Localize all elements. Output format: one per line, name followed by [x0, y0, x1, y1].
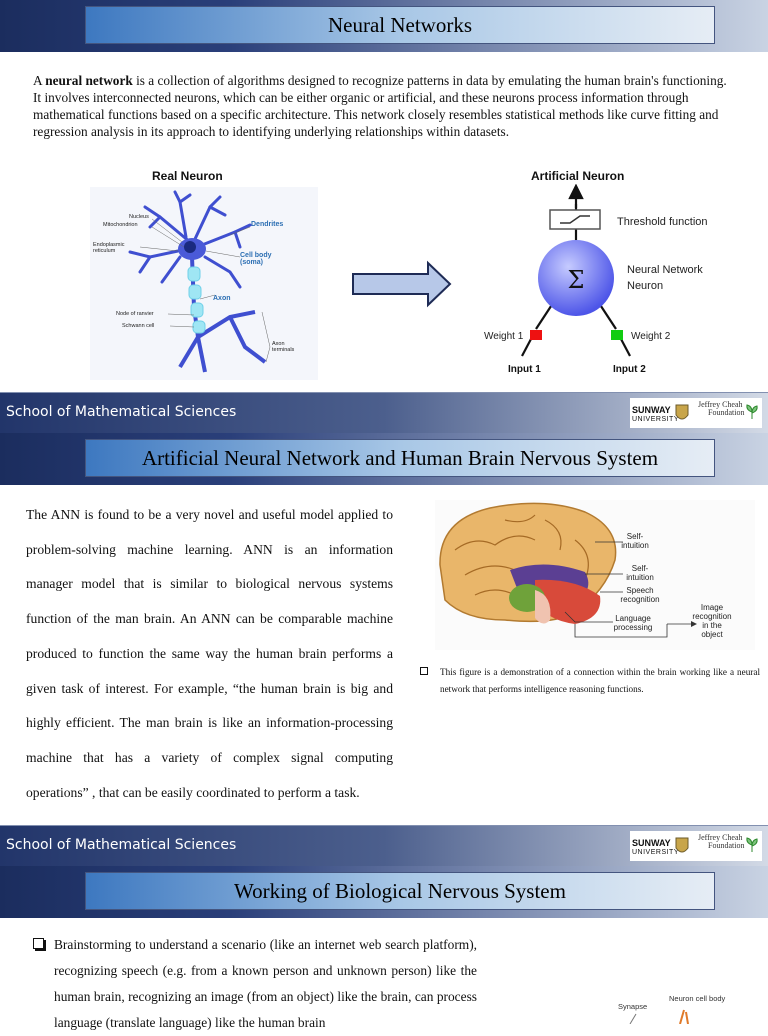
label-mitochondrion: Mitochondrion [103, 222, 138, 228]
sigma-symbol: Σ [568, 266, 585, 294]
label-input2: Input 2 [613, 364, 646, 375]
school-name: School of Mathematical Sciences [6, 404, 237, 420]
label-nn-neuron2: Neuron [627, 280, 663, 292]
slide1-banner: Neural Networks [0, 0, 768, 52]
brain-label-speech1: Speech [626, 586, 653, 595]
real-neuron-title: Real Neuron [152, 169, 223, 183]
brain-label-image4: object [701, 630, 723, 639]
slide1-intro: A neural network is a collection of algo… [33, 72, 733, 140]
leaf-icon [746, 837, 758, 852]
slide1-title: Neural Networks [327, 12, 473, 37]
slide2-title: Artificial Neural Network and Human Brai… [141, 445, 659, 470]
brain-label-image1: Image [701, 603, 724, 612]
right-arrow-icon [352, 260, 452, 308]
slide2-title-box: Artificial Neural Network and Human Brai… [85, 439, 715, 477]
brain-label-speech2: recognition [620, 595, 659, 604]
brain-label-self-intuition-b1: Self- [632, 564, 649, 573]
label-input1: Input 1 [508, 364, 541, 375]
brain-label-image3: in the [702, 621, 722, 630]
label-weight2: Weight 2 [631, 331, 671, 342]
label-cell-body1: Cell body [240, 252, 272, 259]
intro-post: is a collection of algorithms designed t… [33, 73, 727, 139]
brain-label-self-intuition-a2: intuition [621, 541, 649, 550]
artificial-neuron-figure: Σ Threshold function Neural Network Neur… [484, 184, 708, 375]
fig-label-neuron-cell-body: Neuron cell body [669, 994, 726, 1003]
slide3-banner: Working of Biological Nervous System [0, 866, 768, 918]
caption-bullet-icon [420, 667, 428, 675]
label-weight1: Weight 1 [484, 331, 524, 342]
brain-label-language1: Language [615, 614, 651, 623]
slide3-bullet-text: Brainstorming to understand a scenario (… [54, 937, 477, 1030]
caption-text: This figure is a demonstration of a conn… [440, 667, 760, 694]
label-schwann: Schwann cell [122, 323, 154, 329]
brain-label-image2: recognition [692, 612, 731, 621]
fig-label-synapse: Synapse [618, 1002, 647, 1011]
label-terminals1: Axon [272, 341, 285, 347]
slide2-banner: Artificial Neural Network and Human Brai… [0, 433, 768, 485]
brain-label-self-intuition-a1: Self- [627, 532, 644, 541]
intro-pre: A [33, 73, 46, 88]
school-name: School of Mathematical Sciences [6, 837, 237, 853]
label-threshold: Threshold function [617, 216, 708, 228]
bullet-icon [33, 938, 44, 949]
label-axon: Axon [213, 295, 231, 302]
label-dendrites: Dendrites [251, 221, 283, 228]
label-cell-body2: (soma) [240, 259, 263, 266]
slide1-title-box: Neural Networks [85, 6, 715, 44]
label-er1: Endoplasmic [93, 242, 125, 248]
label-nn-neuron1: Neural Network [627, 264, 703, 276]
real-neuron-figure: Nucleus Mitochondrion Endoplasmic reticu… [90, 187, 318, 380]
crest-icon [675, 404, 689, 420]
label-nucleus: Nucleus [129, 214, 149, 220]
leaf-icon [746, 404, 758, 419]
brain-label-language2: processing [614, 623, 653, 632]
slide2-body: The ANN is found to be a very novel and … [26, 507, 393, 800]
label-er2: reticulum [93, 248, 116, 254]
slide3-title-box: Working of Biological Nervous System [85, 872, 715, 910]
nervous-system-figure: Synapse Neuron cell body [618, 994, 726, 1024]
brain-label-self-intuition-b2: intuition [626, 573, 654, 582]
intro-bold: neural network [45, 73, 133, 88]
crest-icon [675, 837, 689, 853]
label-terminals2: terminals [272, 347, 295, 353]
slide3-bullet-list: Brainstorming to understand a scenario (… [33, 932, 477, 1036]
label-ranvier: Node of ranvier [116, 311, 154, 317]
slide3-title: Working of Biological Nervous System [234, 878, 566, 903]
brain-caption: This figure is a demonstration of a conn… [420, 664, 760, 698]
brain-figure: Self- intuition Self- intuition Speech r… [435, 500, 755, 650]
artificial-neuron-title: Artificial Neuron [531, 169, 625, 183]
